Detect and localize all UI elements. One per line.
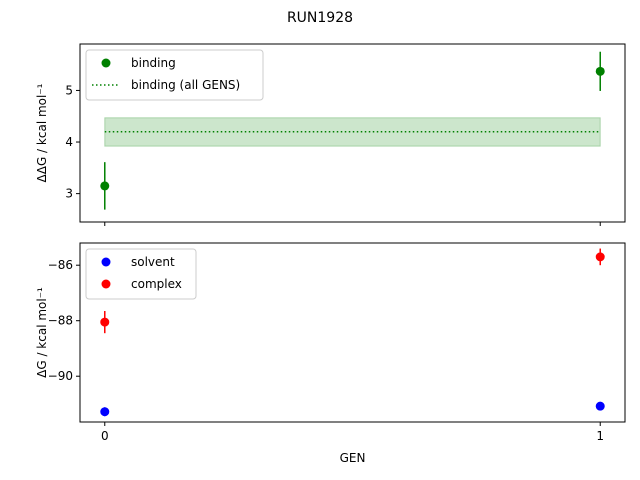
axes-frame — [79, 242, 626, 423]
legend-label-0: binding — [131, 56, 176, 70]
y-axis-label: ΔΔG / kcal mol⁻¹ — [35, 83, 49, 182]
point-binding-0 — [100, 181, 110, 191]
legend-label-1: complex — [131, 277, 182, 291]
point-complex-1 — [595, 252, 605, 262]
point-binding-1 — [595, 66, 605, 76]
x-axis-label: GEN — [340, 451, 366, 465]
bottom-panel-solvent-complex: −90 −88 −86 0 1 ΔG / kcal mol⁻¹ GEN solvent comp… — [35, 242, 626, 465]
y-tick-label-1: 4 — [65, 135, 73, 149]
y-tick-label-0: −90 — [48, 369, 73, 383]
point-solvent-1 — [595, 401, 605, 411]
point-complex-0 — [100, 317, 110, 327]
y-tick-label-1: −88 — [48, 314, 73, 328]
x-tick-label-1: 1 — [596, 429, 604, 443]
y-tick-label-0: 3 — [65, 187, 73, 201]
point-solvent-0 — [100, 407, 110, 417]
legend-label-0: solvent — [131, 255, 175, 269]
legend-box — [85, 49, 264, 101]
axes-frame — [79, 43, 626, 223]
legend-marker-solvent — [101, 257, 111, 267]
y-tick-label-2: 5 — [65, 83, 73, 97]
y-tick-label-2: −86 — [48, 258, 73, 272]
legend-marker-complex — [101, 279, 111, 289]
legend-label-1: binding (all GENS) — [131, 78, 240, 92]
x-tick-label-0: 0 — [101, 429, 109, 443]
top-panel-binding: 3 4 5 ΔΔG / kcal mol⁻¹ binding binding (all G… — [35, 43, 626, 226]
legend-marker-binding — [101, 58, 111, 68]
y-axis-label: ΔG / kcal mol⁻¹ — [35, 287, 49, 378]
figure-title: RUN1928 — [287, 10, 353, 26]
legend-box — [85, 248, 197, 300]
